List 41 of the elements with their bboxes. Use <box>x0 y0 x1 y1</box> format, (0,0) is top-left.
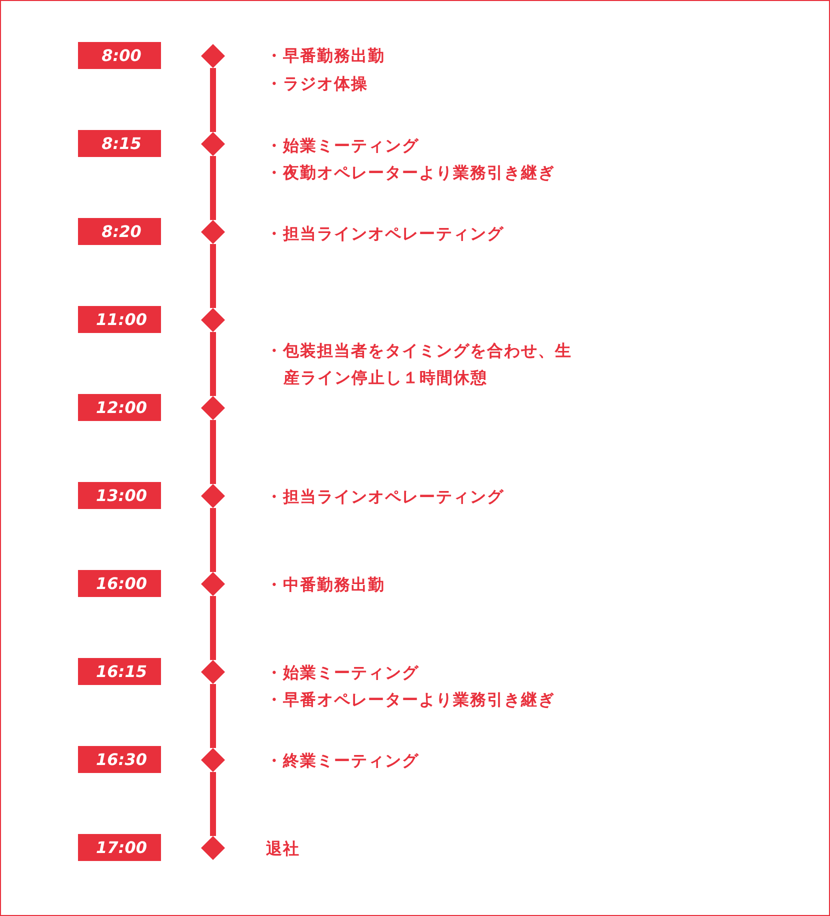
timeline-diamond <box>201 572 225 596</box>
activity-text: ・始業ミーティング <box>266 135 419 157</box>
timeline-diamond <box>201 220 225 244</box>
timeline-line <box>210 596 216 660</box>
activity-text: ・早番オペレーターより業務引き継ぎ <box>266 689 555 711</box>
timeline-diamond <box>201 396 225 420</box>
timeline-diamond <box>201 308 225 332</box>
time-badge: 16:15 <box>78 658 161 685</box>
timeline-diamond <box>201 660 225 684</box>
timeline-line <box>210 420 216 484</box>
time-badge: 16:00 <box>78 570 161 597</box>
activity-text: ・夜勤オペレーターより業務引き継ぎ <box>266 162 555 184</box>
timeline-line <box>210 332 216 396</box>
time-badge: 12:00 <box>78 394 161 421</box>
timeline-diamond <box>201 748 225 772</box>
timeline-line <box>210 156 216 220</box>
timeline-line <box>210 244 216 308</box>
time-badge: 11:00 <box>78 306 161 333</box>
timeline-line <box>210 684 216 748</box>
activity-text: ・早番勤務出勤 <box>266 45 385 67</box>
time-badge: 13:00 <box>78 482 161 509</box>
activity-text: ・中番勤務出勤 <box>266 574 385 596</box>
activity-text: ・包装担当者をタイミングを合わせ、生産ライン停止し１時間休憩 <box>266 340 573 389</box>
activity-text: ・担当ラインオペレーティング <box>266 223 504 245</box>
time-badge: 8:00 <box>78 42 161 69</box>
timeline-line <box>210 68 216 132</box>
timeline-diamond <box>201 484 225 508</box>
activity-text: ・始業ミーティング <box>266 662 419 684</box>
time-badge: 16:30 <box>78 746 161 773</box>
time-badge: 8:20 <box>78 218 161 245</box>
activity-text: 退社 <box>266 838 300 860</box>
time-badge: 17:00 <box>78 834 161 861</box>
timeline-diamond <box>201 836 225 860</box>
timeline-line <box>210 508 216 572</box>
timeline-line <box>210 772 216 836</box>
activity-text: ・担当ラインオペレーティング <box>266 486 504 508</box>
time-badge: 8:15 <box>78 130 161 157</box>
activity-text: ・終業ミーティング <box>266 750 419 772</box>
timeline-diamond <box>201 132 225 156</box>
timeline-diamond <box>201 44 225 68</box>
activity-text: ・ラジオ体操 <box>266 73 368 95</box>
